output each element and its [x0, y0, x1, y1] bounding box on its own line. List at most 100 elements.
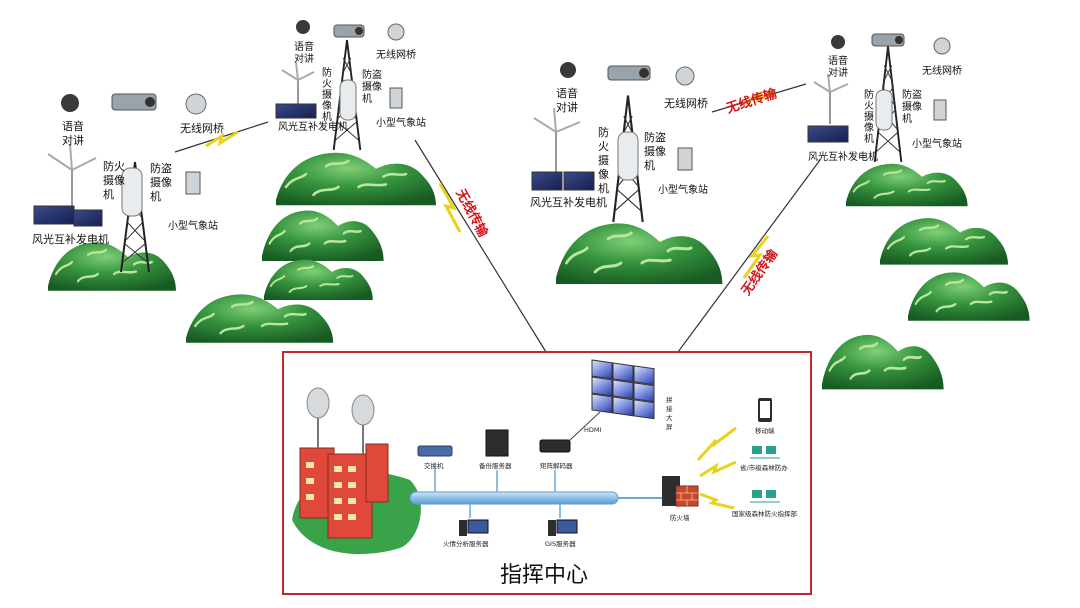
gis-server-icon: [548, 520, 556, 536]
camera-label-2c: 摄: [322, 88, 332, 101]
camera-label-1a: 防火: [103, 159, 125, 173]
security-label-1b: 摄像: [150, 175, 172, 189]
security-label-4a: 防盗: [902, 88, 922, 101]
camera-label-4d: 像: [864, 122, 874, 134]
video-wall-cell: [591, 393, 613, 414]
fire-camera-3: [607, 65, 651, 81]
decoder-icon: [539, 439, 571, 453]
bridge-label-3: 无线网桥: [664, 96, 708, 110]
hill-s2-b: [260, 209, 385, 263]
video-wall-cell: [633, 382, 655, 403]
security-label-2b: 摄像: [362, 80, 382, 93]
security-label-4c: 机: [902, 112, 912, 125]
solar-panel-icon-2: [275, 103, 317, 119]
hdmi-label: HDMI: [584, 426, 602, 434]
security-camera-1: [121, 167, 143, 217]
decoder-to-wall: [569, 411, 601, 441]
security-camera-2: [339, 79, 357, 121]
station-3: 语音 对讲 防 火 摄 像 机 防盗 摄像 机 无线网桥 小型气象站 风光互补发…: [530, 62, 708, 224]
camera-label-4a: 防: [864, 88, 874, 101]
camera-label-2a: 防: [322, 66, 332, 79]
dish-antenna-icon-2: [351, 394, 375, 426]
camera-label-3e: 机: [598, 181, 609, 195]
power-label-1: 风光互补发电机: [32, 232, 109, 246]
decoder-label: 矩阵解码器: [540, 461, 573, 470]
hill-s4-b: [878, 217, 1010, 266]
province-network-icon: [752, 446, 762, 454]
province-network-icon-b: [766, 446, 776, 454]
video-wall-cell: [591, 359, 613, 380]
switch-label: 交换机: [424, 461, 444, 470]
backup-server-label: 备份服务器: [479, 461, 512, 470]
bridge-label-4: 无线网桥: [922, 64, 962, 77]
solar-panel-icon-1b: [73, 209, 103, 227]
bridge-label-1: 无线网桥: [180, 121, 224, 135]
camera-label-2e: 机: [322, 110, 332, 123]
backup-server-icon: [485, 429, 509, 457]
video-wall-label-1: 拼: [666, 395, 673, 404]
video-wall: [591, 359, 655, 420]
solar-panel-icon-3: [531, 171, 563, 191]
voice-label-2b: 对讲: [294, 52, 314, 65]
bridge-label-2: 无线网桥: [376, 48, 416, 61]
firewall-bricks: [676, 486, 698, 506]
security-camera-4: [875, 89, 893, 131]
voice-horn-icon-4: [831, 35, 845, 49]
wind-blades-3: [533, 107, 581, 133]
security-label-4b: 摄像: [902, 100, 922, 113]
weather-label-3: 小型气象站: [658, 183, 708, 196]
command-center-title: 指挥中心: [500, 563, 588, 588]
mobile-label: 移动端: [755, 426, 775, 435]
video-wall-label-2: 接: [666, 404, 673, 413]
fire-camera-4: [871, 33, 905, 47]
voice-label-4a: 语音: [828, 54, 848, 67]
switch-icon: [417, 445, 453, 457]
security-label-2c: 机: [362, 92, 372, 105]
national-network-icon: [752, 490, 762, 498]
weather-station-icon-2: [389, 87, 403, 109]
bolt-to-province: [699, 460, 737, 478]
fire-camera-lens-2: [355, 27, 363, 35]
voice-label-3a: 语音: [556, 86, 578, 100]
video-wall-cell: [591, 376, 613, 397]
hill-s4-c: [906, 271, 1031, 322]
wind-blades-1: [47, 143, 97, 171]
voice-horn-icon-1: [61, 94, 79, 112]
national-network-icon-b: [766, 490, 776, 498]
command-center: 交换机 备份服务器 矩阵解码器 HDMI 拼 接 大 屏 火情分析服务器: [282, 351, 812, 595]
video-wall-cell: [612, 396, 634, 417]
security-label-2a: 防盗: [362, 68, 382, 81]
camera-label-4c: 摄: [864, 110, 874, 123]
bridge-dish-icon-3: [675, 66, 695, 86]
wind-blades-4: [813, 73, 849, 93]
dish-antenna-icon-1: [306, 387, 330, 419]
voice-horn-icon-3: [560, 62, 576, 78]
camera-label-3d: 像: [598, 168, 609, 181]
bolt-to-national: [699, 492, 735, 510]
camera-label-4b: 火: [864, 100, 874, 112]
voice-label-2a: 语音: [294, 40, 314, 53]
camera-label-3a: 防: [598, 125, 609, 139]
camera-label-2b: 火: [322, 78, 332, 90]
fire-camera-lens-4: [895, 36, 903, 44]
hill-s2-a: [274, 151, 438, 207]
security-label-3c: 机: [644, 158, 655, 172]
analysis-server-label: 火情分析服务器: [443, 539, 489, 548]
national-label: 国家级森林防火指挥部: [732, 509, 798, 518]
voice-horn-icon-2: [296, 20, 310, 34]
fire-camera-lens-1: [145, 97, 155, 107]
weather-station-icon-4: [933, 99, 947, 121]
weather-label-4: 小型气象站: [912, 137, 962, 150]
link-station2-center: [414, 139, 547, 353]
power-label-2: 风光互补发电机: [278, 120, 348, 133]
bridge-dish-icon-1: [185, 93, 207, 115]
link-bolt-2: [438, 183, 462, 233]
analysis-monitor-icon: [467, 519, 489, 534]
video-wall-label-4: 屏: [666, 423, 673, 431]
video-wall-cell: [612, 362, 634, 383]
camera-label-3c: 摄: [598, 153, 609, 167]
building-windows: [306, 462, 356, 520]
fire-camera-lens-3: [639, 68, 649, 78]
